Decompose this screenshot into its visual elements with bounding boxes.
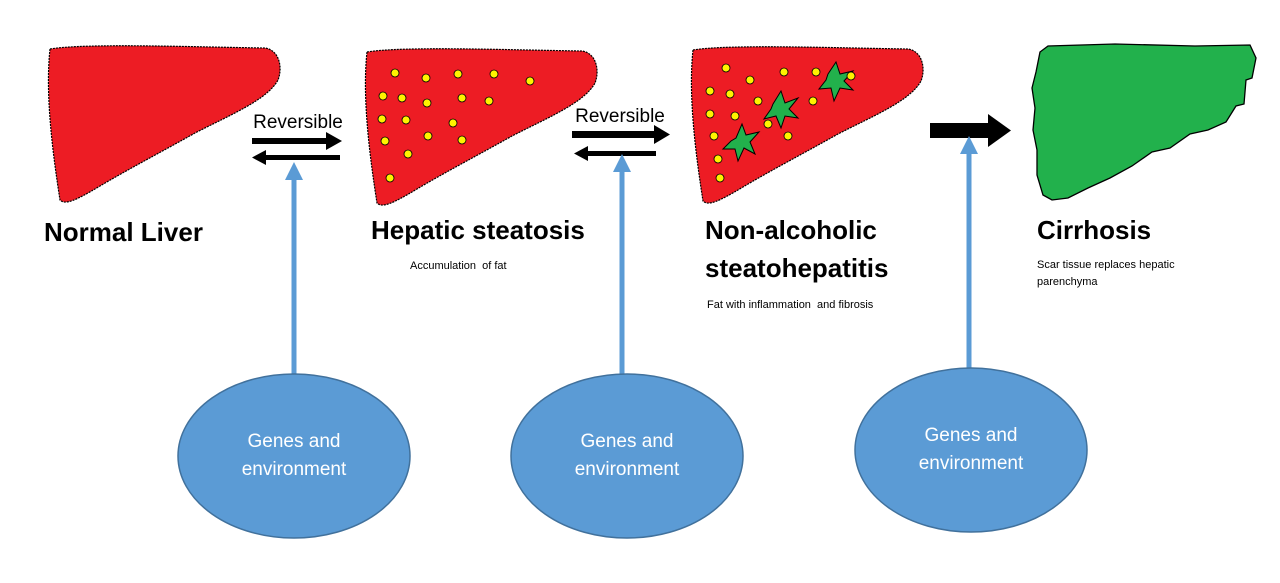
factor-label-line1: Genes and — [581, 431, 674, 452]
fat-droplets — [377, 68, 535, 183]
factor-genes-environment-2: Genes and environment — [510, 154, 744, 539]
nash-liver-illustration — [690, 46, 924, 204]
transition-irreversible — [930, 114, 1011, 147]
factor-label-line2: environment — [919, 453, 1024, 474]
arrow-head — [960, 136, 978, 154]
stage-cirrhosis: Cirrhosis Scar tissue replaces hepatic p… — [1037, 215, 1175, 288]
stage-description: Fat with inflammation and fibrosis — [707, 299, 874, 311]
stage-title: Normal Liver — [44, 217, 203, 247]
forward-arrow — [252, 132, 342, 150]
stage-description-line1: Scar tissue replaces hepatic — [1037, 259, 1175, 271]
transition-label: Reversible — [575, 106, 665, 127]
factor-label-line1: Genes and — [248, 431, 341, 452]
stage-title: Hepatic steatosis — [371, 215, 585, 245]
stage-title: Cirrhosis — [1037, 215, 1151, 245]
factor-label-line1: Genes and — [925, 425, 1018, 446]
factor-genes-environment-1: Genes and environment — [177, 162, 411, 539]
forward-arrow — [572, 125, 670, 144]
factor-label-line2: environment — [575, 459, 680, 480]
fat-droplets — [705, 63, 856, 183]
cirrhosis-liver-illustration — [1031, 43, 1257, 201]
arrow-head — [613, 154, 631, 172]
transition-reversible-2: Reversible — [572, 106, 670, 161]
stage-description-line2: parenchyma — [1037, 276, 1098, 288]
backward-arrow — [252, 150, 340, 165]
stage-hepatic-steatosis: Hepatic steatosis Accumulation of fat — [371, 215, 585, 272]
backward-arrow — [574, 146, 656, 161]
forward-arrow — [930, 114, 1011, 147]
stage-title-line1: Non-alcoholic — [705, 215, 877, 245]
factor-genes-environment-3: Genes and environment — [854, 136, 1088, 533]
fibrosis-marks — [721, 60, 855, 163]
stage-normal-liver: Normal Liver — [44, 217, 203, 247]
stage-description: Accumulation of fat — [410, 260, 507, 272]
stage-title-line2: steatohepatitis — [705, 253, 889, 283]
normal-liver-illustration — [47, 45, 281, 203]
stage-nash: Non-alcoholic steatohepatitis Fat with i… — [705, 215, 889, 311]
transition-reversible-1: Reversible — [252, 112, 343, 165]
arrow-head — [285, 162, 303, 180]
steatosis-liver-illustration — [364, 48, 598, 206]
transition-label: Reversible — [253, 112, 343, 133]
factor-label-line2: environment — [242, 459, 347, 480]
